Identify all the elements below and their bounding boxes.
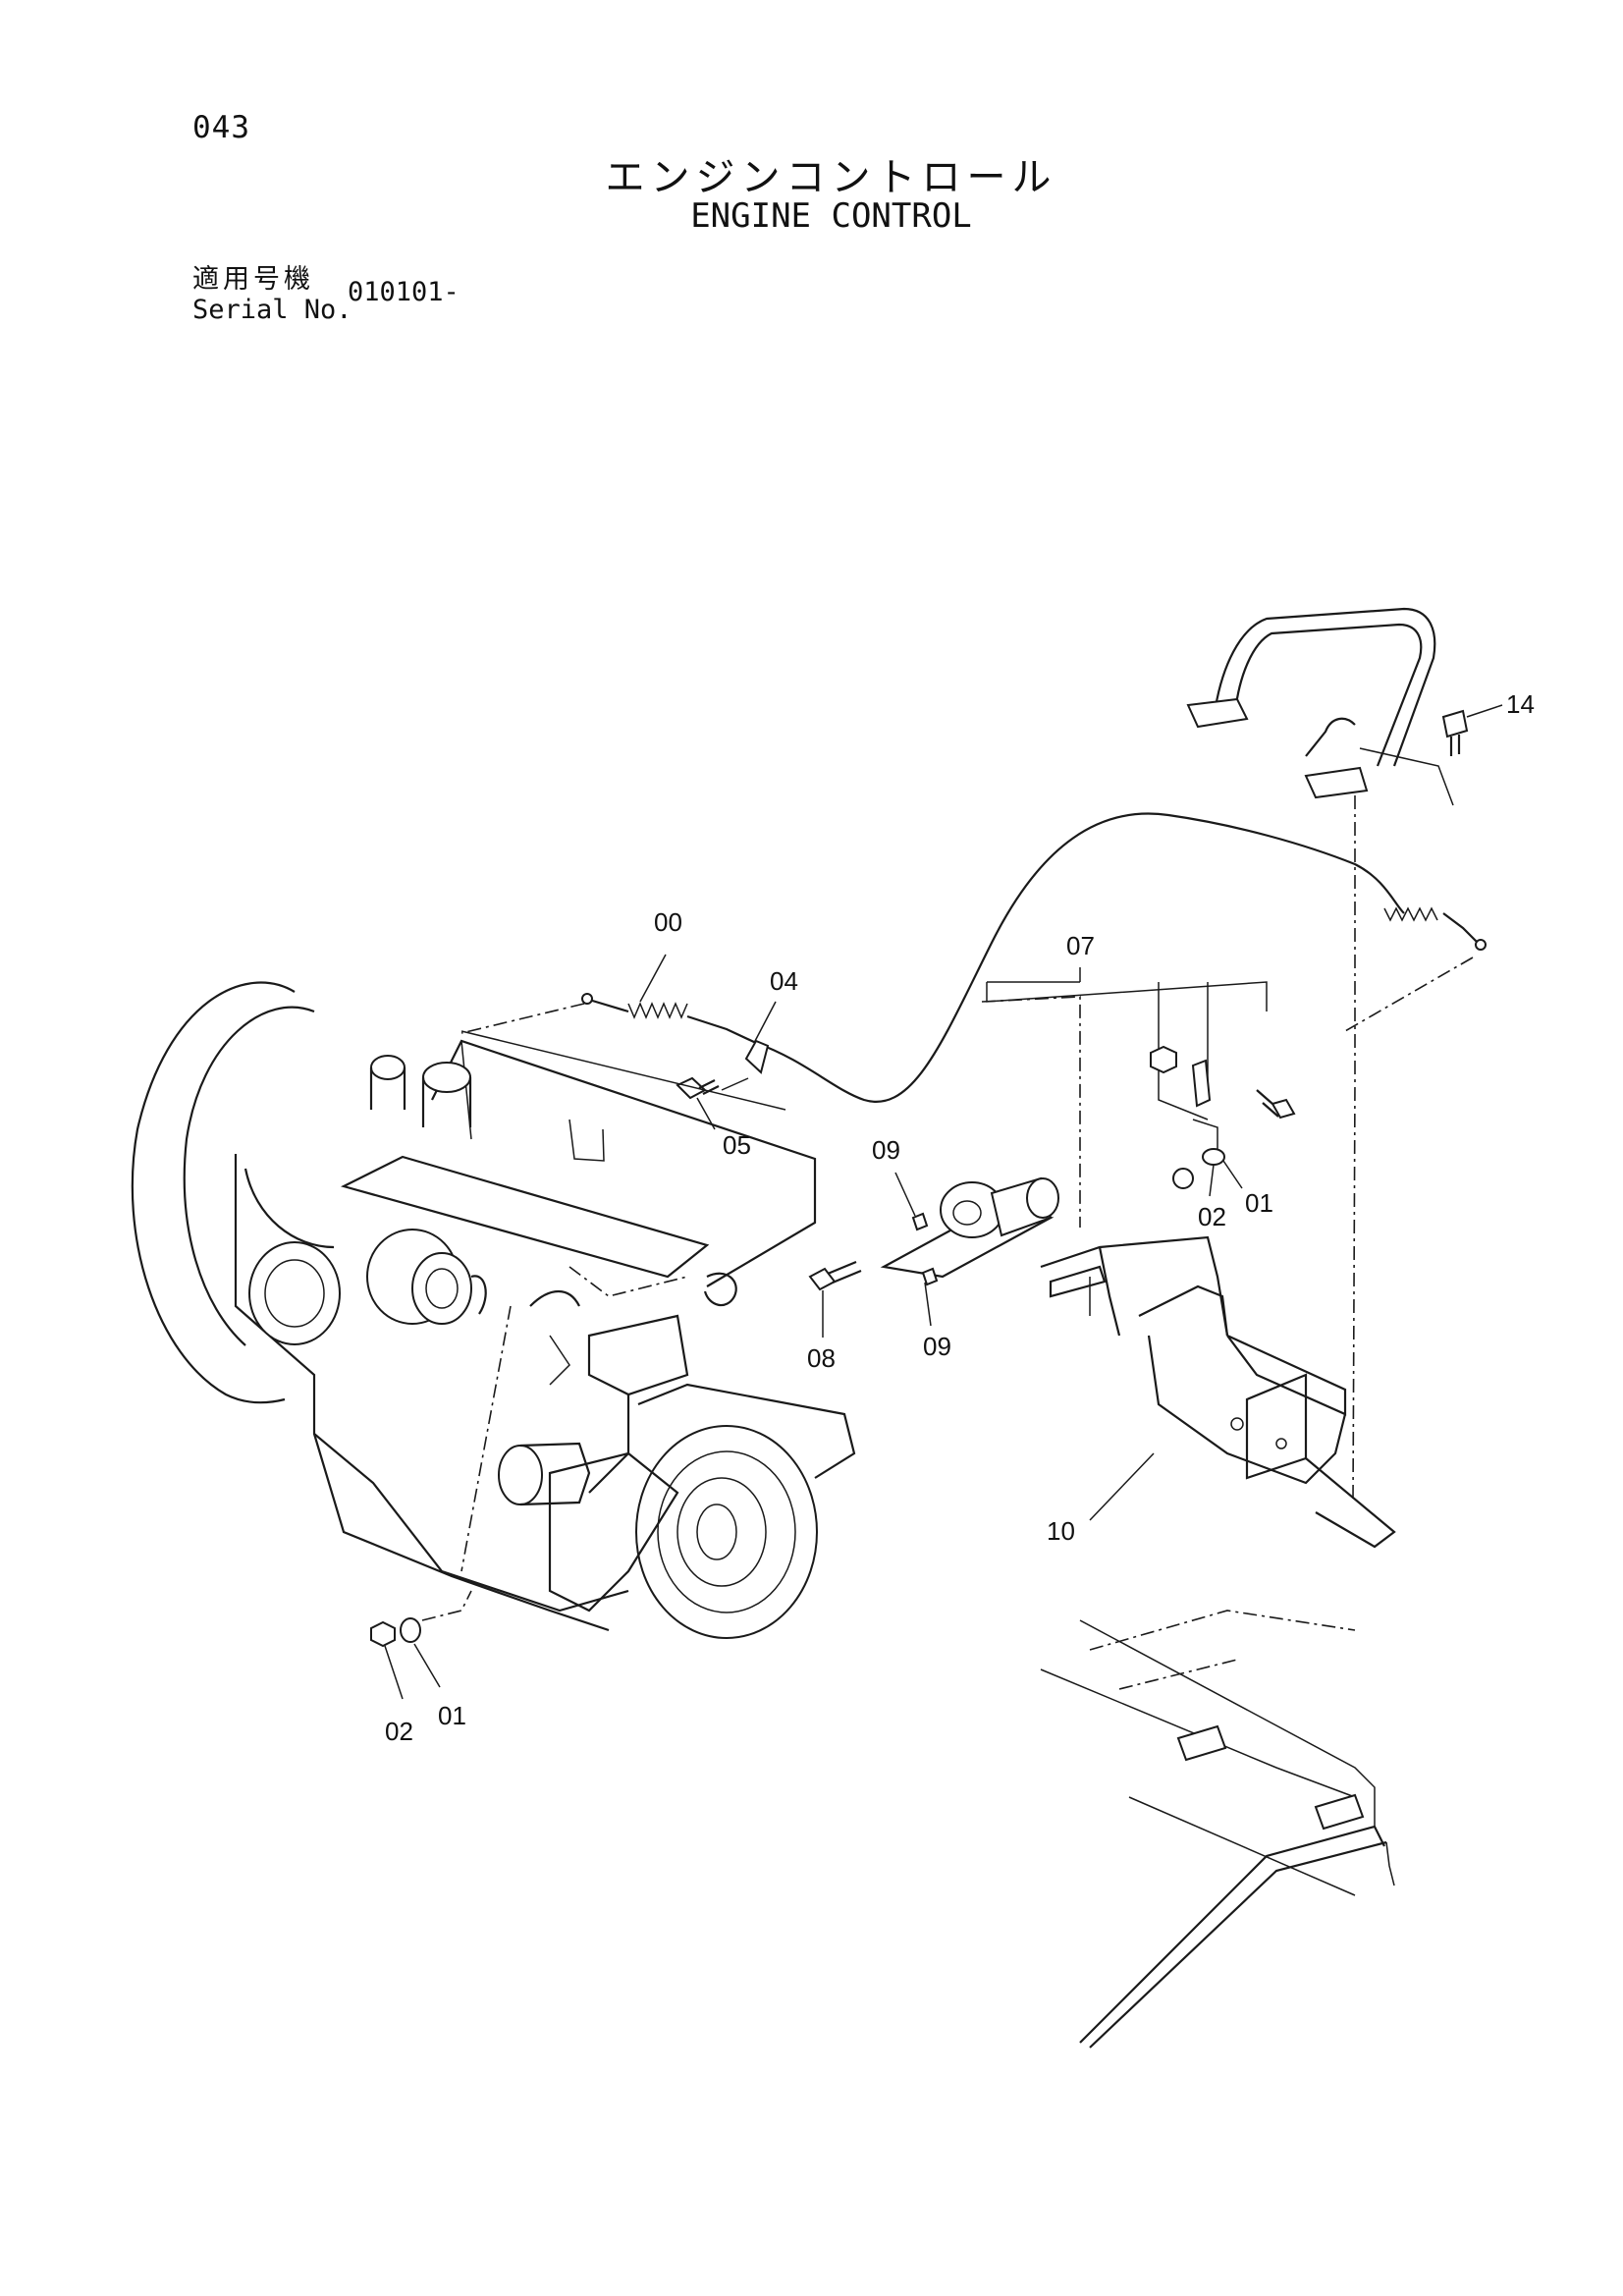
callout-09-top: 09 (872, 1135, 900, 1165)
cab-floor-plate (1040, 1610, 1395, 2049)
nut-washer-left (370, 1590, 472, 1648)
callout-05: 05 (723, 1130, 751, 1160)
serial-label-japanese: 適用号機 (192, 264, 314, 295)
callout-leader-lines (384, 704, 1503, 1700)
callout-07: 07 (1066, 931, 1095, 960)
callout-01-right: 01 (1245, 1188, 1273, 1218)
callout-14: 14 (1506, 689, 1535, 719)
engine-assembly (131, 981, 856, 1639)
callout-00: 00 (654, 907, 682, 937)
callout-08: 08 (807, 1343, 836, 1373)
page-title-japanese: エンジンコントロール (605, 155, 1057, 200)
grab-handle (1186, 607, 1454, 1503)
callout-02-left: 02 (385, 1717, 413, 1746)
callout-09-bottom: 09 (923, 1332, 951, 1361)
nut-and-washer-set (1150, 1045, 1296, 1189)
control-bracket-outline (460, 981, 1268, 1228)
callout-02-right: 02 (1198, 1202, 1226, 1231)
mounting-bracket-10 (1040, 1235, 1396, 1549)
callout-01-left: 01 (438, 1701, 466, 1730)
bolt-08 (808, 1260, 862, 1291)
callout-10: 10 (1047, 1516, 1075, 1546)
serial-label-english: Serial No. (192, 295, 352, 325)
callout-04: 04 (770, 966, 798, 996)
cable-clamp-04 (721, 1039, 770, 1091)
throttle-cable (460, 812, 1487, 1103)
page-title-english: ENGINE CONTROL (690, 196, 972, 236)
throttle-motor-assembly (880, 1176, 1059, 1286)
serial-number-range: 010101- (348, 277, 460, 307)
page-number: 043 (192, 110, 250, 145)
bolt-14 (1441, 709, 1469, 756)
